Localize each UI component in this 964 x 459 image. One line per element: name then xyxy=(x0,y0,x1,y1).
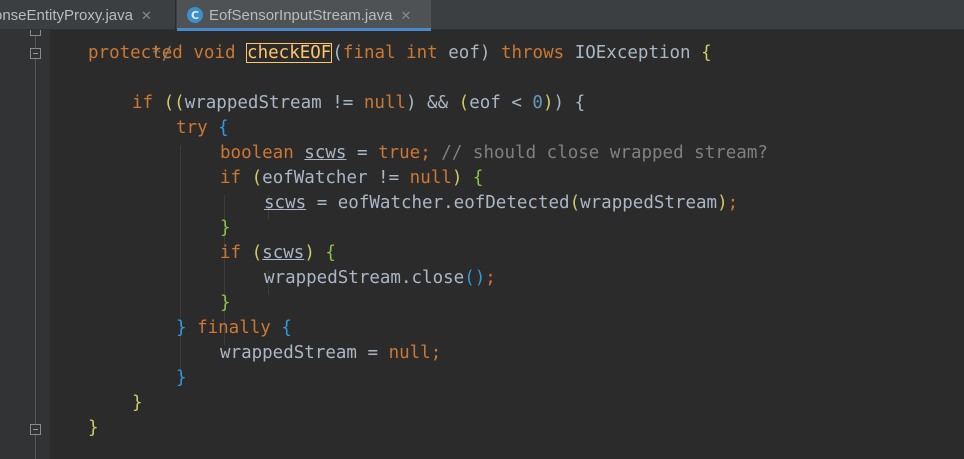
semicolon: ; xyxy=(485,268,496,288)
keyword: boolean xyxy=(220,143,305,163)
brace: { xyxy=(218,118,229,138)
keyword: null xyxy=(409,168,452,188)
expression: wrappedStream != xyxy=(184,93,364,113)
paren: ( xyxy=(251,243,263,263)
indent-guide xyxy=(180,145,181,370)
code-line: */ xyxy=(88,17,172,64)
variable: scws xyxy=(264,193,307,213)
keyword: if xyxy=(132,93,164,113)
code-line: wrappedStream.close(); xyxy=(264,266,496,291)
brace: { xyxy=(281,318,292,338)
brace: } xyxy=(176,318,198,338)
code-line: if (scws) { xyxy=(220,241,336,266)
brace: { xyxy=(472,168,484,188)
paren: ) xyxy=(542,93,554,113)
paren: ) xyxy=(304,243,326,263)
editor-tab-bar: onseEntityProxy.java ✕ C EofSensorInputS… xyxy=(0,0,964,31)
tab-label: onseEntityProxy.java xyxy=(0,6,133,24)
keyword: true xyxy=(378,143,421,163)
keyword: try xyxy=(176,118,219,138)
paren: ( xyxy=(458,93,470,113)
code-line: } xyxy=(88,416,99,441)
paren: ) xyxy=(717,193,728,213)
fold-end-icon[interactable] xyxy=(30,30,41,36)
paren: () xyxy=(464,268,486,288)
code-line: if ((wrappedStream != null) && (eof < 0)… xyxy=(132,91,585,116)
paren: ( xyxy=(332,43,343,63)
tab-response-entity-proxy[interactable]: onseEntityProxy.java ✕ xyxy=(0,0,176,30)
keyword: null xyxy=(388,343,431,363)
code-line: } xyxy=(220,291,231,316)
code-line: wrappedStream = null; xyxy=(220,341,441,366)
code-line: scws = eofWatcher.eofDetected(wrappedStr… xyxy=(264,191,738,216)
fold-end-icon[interactable] xyxy=(30,424,41,435)
keyword: if xyxy=(220,243,252,263)
code-line: try { xyxy=(176,116,229,141)
parameter: eof) xyxy=(448,43,501,63)
brace: } xyxy=(88,418,99,438)
keyword: protected void xyxy=(88,43,247,63)
code-line: } finally { xyxy=(176,316,292,341)
comment-end: */ xyxy=(151,44,173,64)
method-name: checkEOF xyxy=(247,43,332,63)
brace: } xyxy=(220,293,231,313)
expression: ) && xyxy=(405,93,459,113)
expression: wrappedStream = xyxy=(220,343,389,363)
brace: { xyxy=(701,43,712,63)
code-line: boolean scws = true; // should close wra… xyxy=(220,141,768,166)
keyword: final int xyxy=(342,43,449,63)
code-editor[interactable]: */ protected void checkEOF(final int eof… xyxy=(0,30,964,459)
editor-gutter[interactable] xyxy=(0,30,50,459)
paren: ) { xyxy=(553,93,586,113)
operator: = xyxy=(346,143,379,163)
method-call: = eofWatcher.eofDetected xyxy=(306,193,570,213)
keyword: if xyxy=(220,168,252,188)
comment: // should close wrapped stream? xyxy=(441,143,768,163)
argument: wrappedStream xyxy=(580,193,718,213)
brace: } xyxy=(176,368,187,388)
paren: (( xyxy=(163,93,185,113)
indent-guide xyxy=(268,270,269,295)
paren: ) xyxy=(451,168,473,188)
semicolon: ; xyxy=(420,143,442,163)
indent-guide xyxy=(268,195,269,220)
type-name: IOException xyxy=(574,43,702,63)
variable: scws xyxy=(304,143,347,163)
expression: eof < xyxy=(469,93,533,113)
code-line: if (eofWatcher != null) { xyxy=(220,166,483,191)
tab-eof-sensor-input-stream[interactable]: C EofSensorInputStream.java ✕ xyxy=(177,0,431,31)
paren: ( xyxy=(569,193,581,213)
gutter-divider xyxy=(35,30,36,459)
fold-collapse-icon[interactable] xyxy=(30,48,41,59)
class-icon: C xyxy=(187,7,203,23)
brace: } xyxy=(220,218,231,238)
brace: { xyxy=(325,243,336,263)
code-line-method-signature: protected void checkEOF(final int eof) t… xyxy=(88,41,712,66)
brace: } xyxy=(132,393,143,413)
keyword: null xyxy=(363,93,406,113)
tab-label: EofSensorInputStream.java xyxy=(209,6,393,24)
variable: scws xyxy=(262,243,305,263)
close-icon[interactable]: ✕ xyxy=(140,7,152,23)
expression: eofWatcher != xyxy=(262,168,410,188)
code-line: } xyxy=(220,216,231,241)
code-line: } xyxy=(132,391,143,416)
keyword: throws xyxy=(500,43,575,63)
semicolon: ; xyxy=(430,343,442,363)
paren: ( xyxy=(251,168,263,188)
close-icon[interactable]: ✕ xyxy=(400,7,412,23)
number: 0 xyxy=(532,93,543,113)
keyword: finally xyxy=(197,318,282,338)
method-call: wrappedStream.close xyxy=(264,268,465,288)
semicolon: ; xyxy=(727,193,739,213)
code-line: } xyxy=(176,366,187,391)
indent-guide xyxy=(224,195,225,345)
